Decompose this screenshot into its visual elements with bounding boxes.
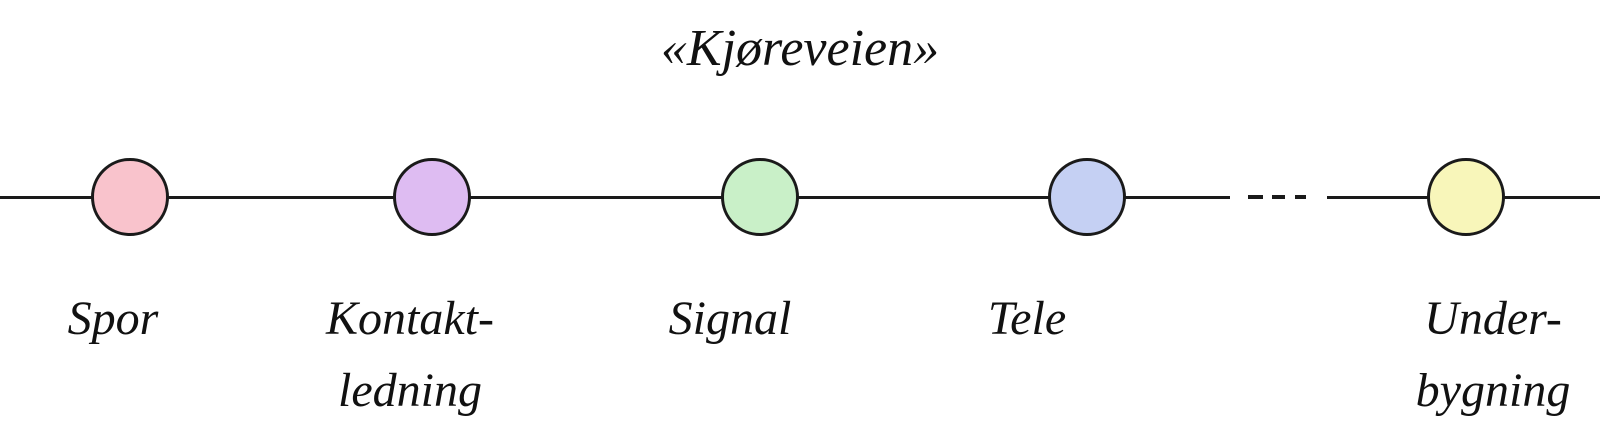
rail-line-left: [0, 196, 1230, 199]
node-label-underbygning: Under- bygning: [1415, 292, 1571, 417]
node-signal-circle: [721, 158, 799, 236]
node-label-signal: Signal: [668, 292, 792, 345]
ellipsis-dash-1: [1248, 195, 1263, 199]
node-spor-circle: [91, 158, 169, 236]
node-underbygning-circle: [1427, 158, 1505, 236]
diagram-title: «Kjøreveien»: [660, 20, 940, 77]
ellipsis-dash-2: [1272, 195, 1285, 199]
ellipsis-dash-3: [1295, 195, 1306, 199]
node-tele-circle: [1048, 158, 1126, 236]
node-kontaktledning-circle: [393, 158, 471, 236]
node-label-spor: Spor: [67, 292, 159, 345]
node-label-tele: Tele: [987, 292, 1067, 345]
node-label-kontaktledning: Kontakt- ledning: [326, 292, 494, 417]
